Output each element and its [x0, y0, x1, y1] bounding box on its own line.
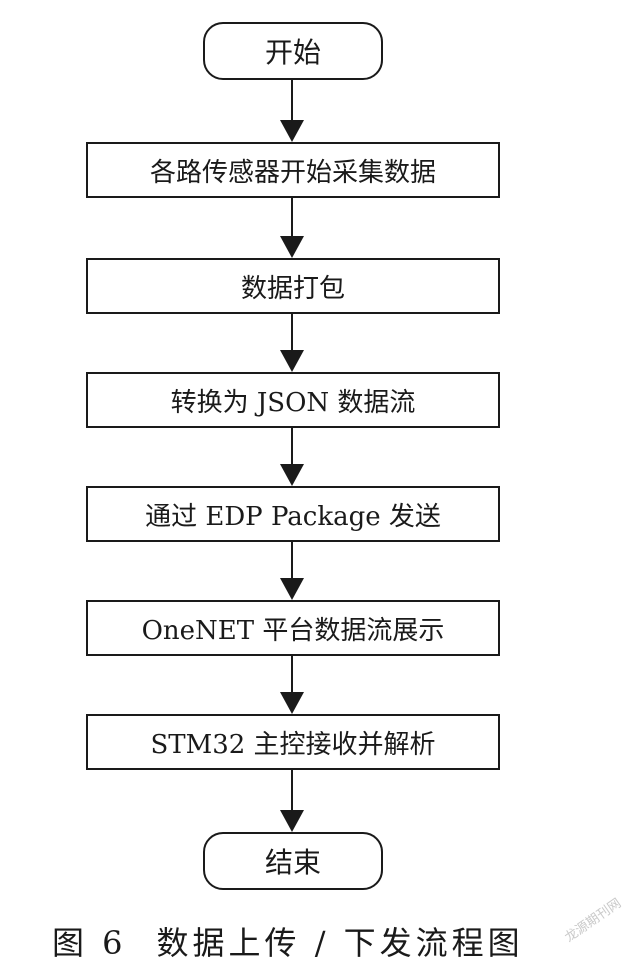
- step-convert-json: 转换为 JSON 数据流: [86, 372, 500, 428]
- step-onenet-display: OneNET 平台数据流展示: [86, 600, 500, 656]
- flow-arrow: [280, 428, 304, 486]
- figure-caption: 图 6 数据上传 / 下发流程图: [52, 918, 524, 964]
- flow-arrow: [280, 770, 304, 832]
- end-node: 结束: [203, 832, 383, 890]
- step-collect-sensor-data: 各路传感器开始采集数据: [86, 142, 500, 198]
- flow-arrow: [280, 314, 304, 372]
- step-pack-data: 数据打包: [86, 258, 500, 314]
- watermark: 龙源期刊网: [562, 895, 625, 946]
- step-stm32-parse: STM32 主控接收并解析: [86, 714, 500, 770]
- flow-arrow: [280, 198, 304, 258]
- flow-arrow: [280, 80, 304, 142]
- figure-title: 数据上传 / 下发流程图: [156, 924, 524, 962]
- figure-number: 图 6: [52, 924, 127, 962]
- flow-arrow: [280, 656, 304, 714]
- flow-arrow: [280, 542, 304, 600]
- start-node: 开始: [203, 22, 383, 80]
- step-send-edp: 通过 EDP Package 发送: [86, 486, 500, 542]
